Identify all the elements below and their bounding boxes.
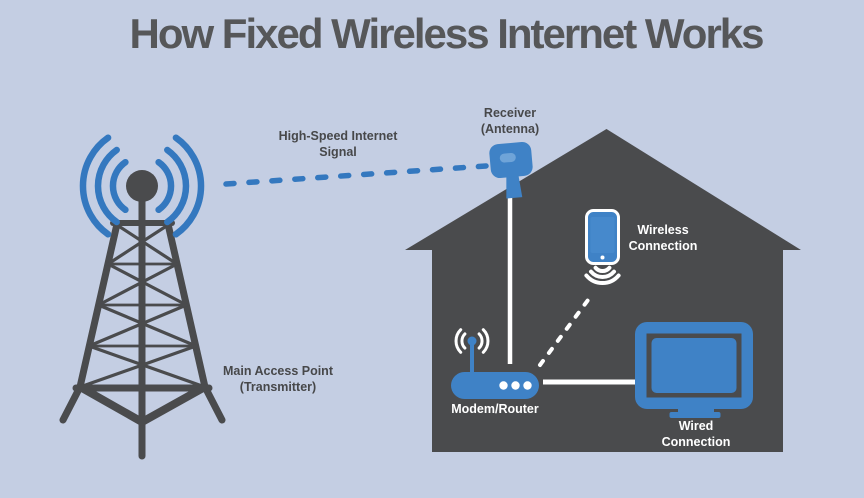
receiver-label-line1: Receiver — [483, 106, 537, 120]
smartphone-icon — [585, 209, 620, 265]
cell-tower-icon — [59, 170, 226, 460]
dashed-signal-line — [223, 163, 489, 187]
page-title: How Fixed Wireless Internet Works — [129, 10, 764, 57]
wireless-label-line2: Connection — [628, 238, 698, 253]
wifi-waves-icon — [584, 265, 621, 286]
modem-label-text: Modem/Router — [451, 402, 539, 416]
signal-label-line1: High-Speed Internet — [278, 129, 398, 143]
wireless-label-line1: Wireless — [637, 223, 689, 237]
antenna-signal-icon — [454, 328, 490, 354]
transmitter-label-line1: Main Access Point — [223, 364, 333, 378]
wired-label-line2: Connection — [661, 434, 731, 449]
wireless-connection-label: Wireless Connection — [629, 223, 698, 254]
modem-router-icon — [451, 328, 539, 399]
transmitter-label: Main Access Point (Transmitter) — [223, 364, 333, 395]
antenna-receiver-icon — [489, 141, 533, 199]
transmitter-label-line2: (Transmitter) — [239, 379, 317, 394]
receiver-label: Receiver (Antenna) — [481, 106, 539, 137]
wired-connection-label: Wired Connection — [662, 419, 731, 450]
radio-waves-icon — [79, 134, 205, 238]
signal-label: High-Speed Internet Signal — [279, 129, 398, 160]
modem-router-label: Modem/Router — [451, 402, 539, 418]
desktop-monitor-icon — [635, 322, 753, 418]
wired-label-line1: Wired — [678, 419, 714, 433]
wireless-link-dashed-line — [538, 298, 590, 367]
signal-label-line2: Signal — [319, 144, 357, 159]
receiver-label-line2: (Antenna) — [480, 121, 540, 136]
